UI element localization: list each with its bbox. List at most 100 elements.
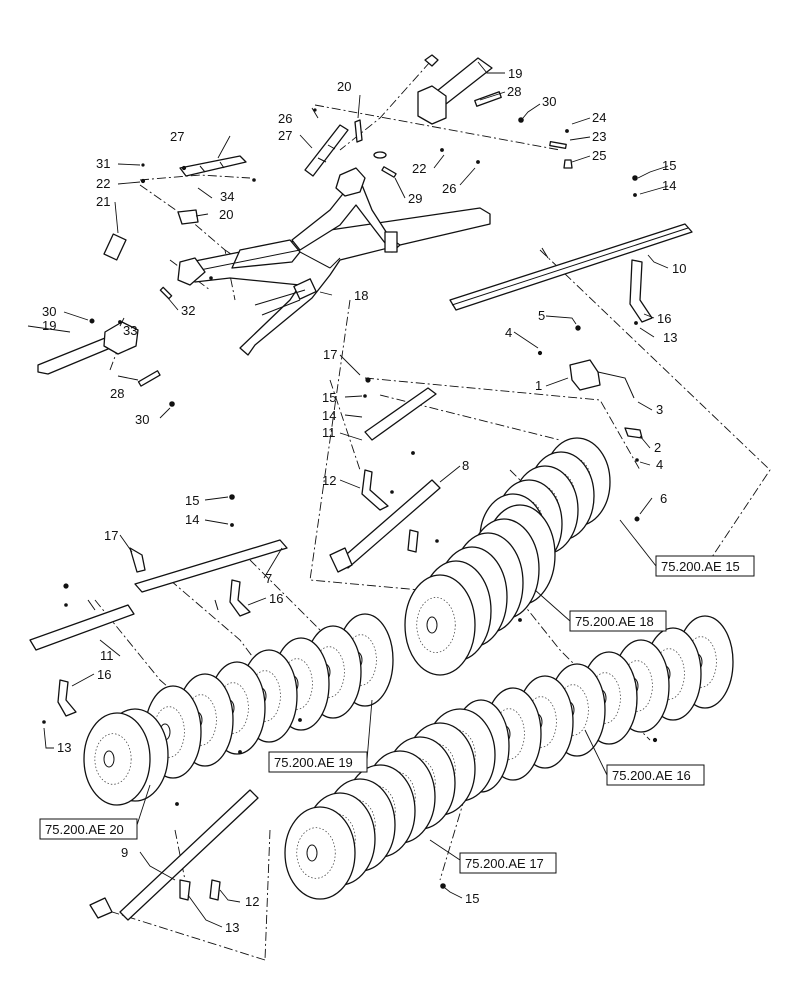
callout-30: 30 — [542, 94, 556, 109]
ref-ae19[interactable]: 75.200.AE 19 — [268, 751, 368, 773]
ref-ae20[interactable]: 75.200.AE 20 — [39, 818, 138, 840]
callout-15: 15 — [185, 493, 199, 508]
callout-28: 28 — [110, 386, 124, 401]
ref-ae18[interactable]: 75.200.AE 18 — [569, 610, 667, 632]
callout-5: 5 — [538, 308, 545, 323]
disc-hub — [426, 616, 438, 634]
callout-9: 9 — [121, 845, 128, 860]
svg-text:75.200.AE 17: 75.200.AE 17 — [465, 856, 544, 871]
callout-21: 21 — [96, 194, 110, 209]
hitch-right — [417, 54, 573, 169]
disc-spacer — [316, 813, 356, 865]
callout-16: 16 — [657, 311, 671, 326]
disc-spacer — [376, 771, 416, 823]
svg-text:75.200.AE 20: 75.200.AE 20 — [45, 822, 124, 837]
callout-24: 24 — [592, 110, 606, 125]
callout-29: 29 — [408, 191, 422, 206]
disc-hub — [306, 844, 318, 862]
svg-text:75.200.AE 15: 75.200.AE 15 — [661, 559, 740, 574]
reference-labels[interactable]: 75.200.AE 15 75.200.AE 18 75.200.AE 19 7… — [39, 519, 755, 874]
callout-23: 23 — [592, 129, 606, 144]
callout-8: 8 — [462, 458, 469, 473]
callout-22: 22 — [412, 161, 426, 176]
disc-spacer — [356, 785, 396, 837]
callout-20: 20 — [219, 207, 233, 222]
callout-26: 26 — [442, 181, 456, 196]
callout-28: 28 — [507, 84, 521, 99]
disc-spacer — [336, 799, 376, 851]
beam-11-left — [29, 583, 135, 724]
disc-spacer — [296, 827, 336, 879]
small-hardware — [103, 108, 480, 300]
disc-gangs — [83, 437, 734, 900]
disc-spacer — [94, 733, 132, 785]
main-frame — [177, 167, 491, 356]
callout-4: 4 — [505, 325, 512, 340]
callout-1: 1 — [535, 378, 542, 393]
callout-17: 17 — [323, 347, 337, 362]
callout-7: 7 — [265, 571, 272, 586]
callout-13: 13 — [57, 740, 71, 755]
disc-blade — [83, 712, 151, 806]
callout-14: 14 — [322, 408, 336, 423]
hydraulic-cylinders — [179, 124, 349, 182]
disc-spacer — [396, 757, 436, 809]
gang-ae19 — [144, 613, 394, 779]
svg-text:75.200.AE 19: 75.200.AE 19 — [274, 755, 353, 770]
callout-27: 27 — [170, 129, 184, 144]
disc-spacer — [416, 743, 456, 795]
gang-ae18 — [404, 504, 556, 676]
callout-31: 31 — [96, 156, 110, 171]
callout-22: 22 — [96, 176, 110, 191]
callout-15: 15 — [322, 390, 336, 405]
callout-15: 15 — [465, 891, 479, 906]
callout-14: 14 — [662, 178, 676, 193]
callout-27: 27 — [278, 128, 292, 143]
beam-9 — [89, 789, 259, 921]
disc-blade — [404, 574, 476, 676]
svg-text:75.200.AE 16: 75.200.AE 16 — [612, 768, 691, 783]
callout-numbers: 1 2 3 4 4 5 6 7 8 9 10 11 11 12 12 13 13… — [42, 66, 686, 935]
ref-ae17[interactable]: 75.200.AE 17 — [459, 852, 557, 874]
callout-19: 19 — [508, 66, 522, 81]
beam-7 — [129, 494, 288, 617]
gang-ae17 — [284, 708, 496, 900]
beam-8 — [329, 451, 441, 573]
beam-11-center — [361, 377, 437, 511]
callout-30: 30 — [42, 304, 56, 319]
callout-20: 20 — [337, 79, 351, 94]
disc-spacer — [436, 729, 476, 781]
gang-ae20 — [83, 708, 169, 806]
callout-16: 16 — [269, 591, 283, 606]
callout-11: 11 — [100, 648, 114, 663]
callout-30: 30 — [135, 412, 149, 427]
callout-34: 34 — [220, 189, 234, 204]
callout-26: 26 — [278, 111, 292, 126]
callout-15: 15 — [662, 158, 676, 173]
callout-4: 4 — [656, 457, 663, 472]
callout-10: 10 — [672, 261, 686, 276]
svg-text:75.200.AE 18: 75.200.AE 18 — [575, 614, 654, 629]
disc-hub — [103, 750, 115, 768]
hitch-left — [37, 318, 175, 407]
gang-hardware — [238, 618, 658, 889]
callout-13: 13 — [663, 330, 677, 345]
callout-6: 6 — [660, 491, 667, 506]
callout-17: 17 — [104, 528, 118, 543]
callout-11: 11 — [322, 425, 336, 440]
callout-25: 25 — [592, 148, 606, 163]
leader-lines — [27, 61, 669, 928]
beam-10 — [449, 175, 693, 325]
callout-33: 33 — [123, 323, 137, 338]
callout-2: 2 — [654, 440, 661, 455]
ref-ae16[interactable]: 75.200.AE 16 — [606, 764, 705, 786]
callout-16: 16 — [97, 667, 111, 682]
callout-13: 13 — [225, 920, 239, 935]
disc-spacer — [416, 597, 456, 653]
callout-14: 14 — [185, 512, 199, 527]
callout-12: 12 — [245, 894, 259, 909]
disc-blade — [284, 806, 356, 900]
callout-3: 3 — [656, 402, 663, 417]
ref-ae15[interactable]: 75.200.AE 15 — [655, 555, 755, 577]
